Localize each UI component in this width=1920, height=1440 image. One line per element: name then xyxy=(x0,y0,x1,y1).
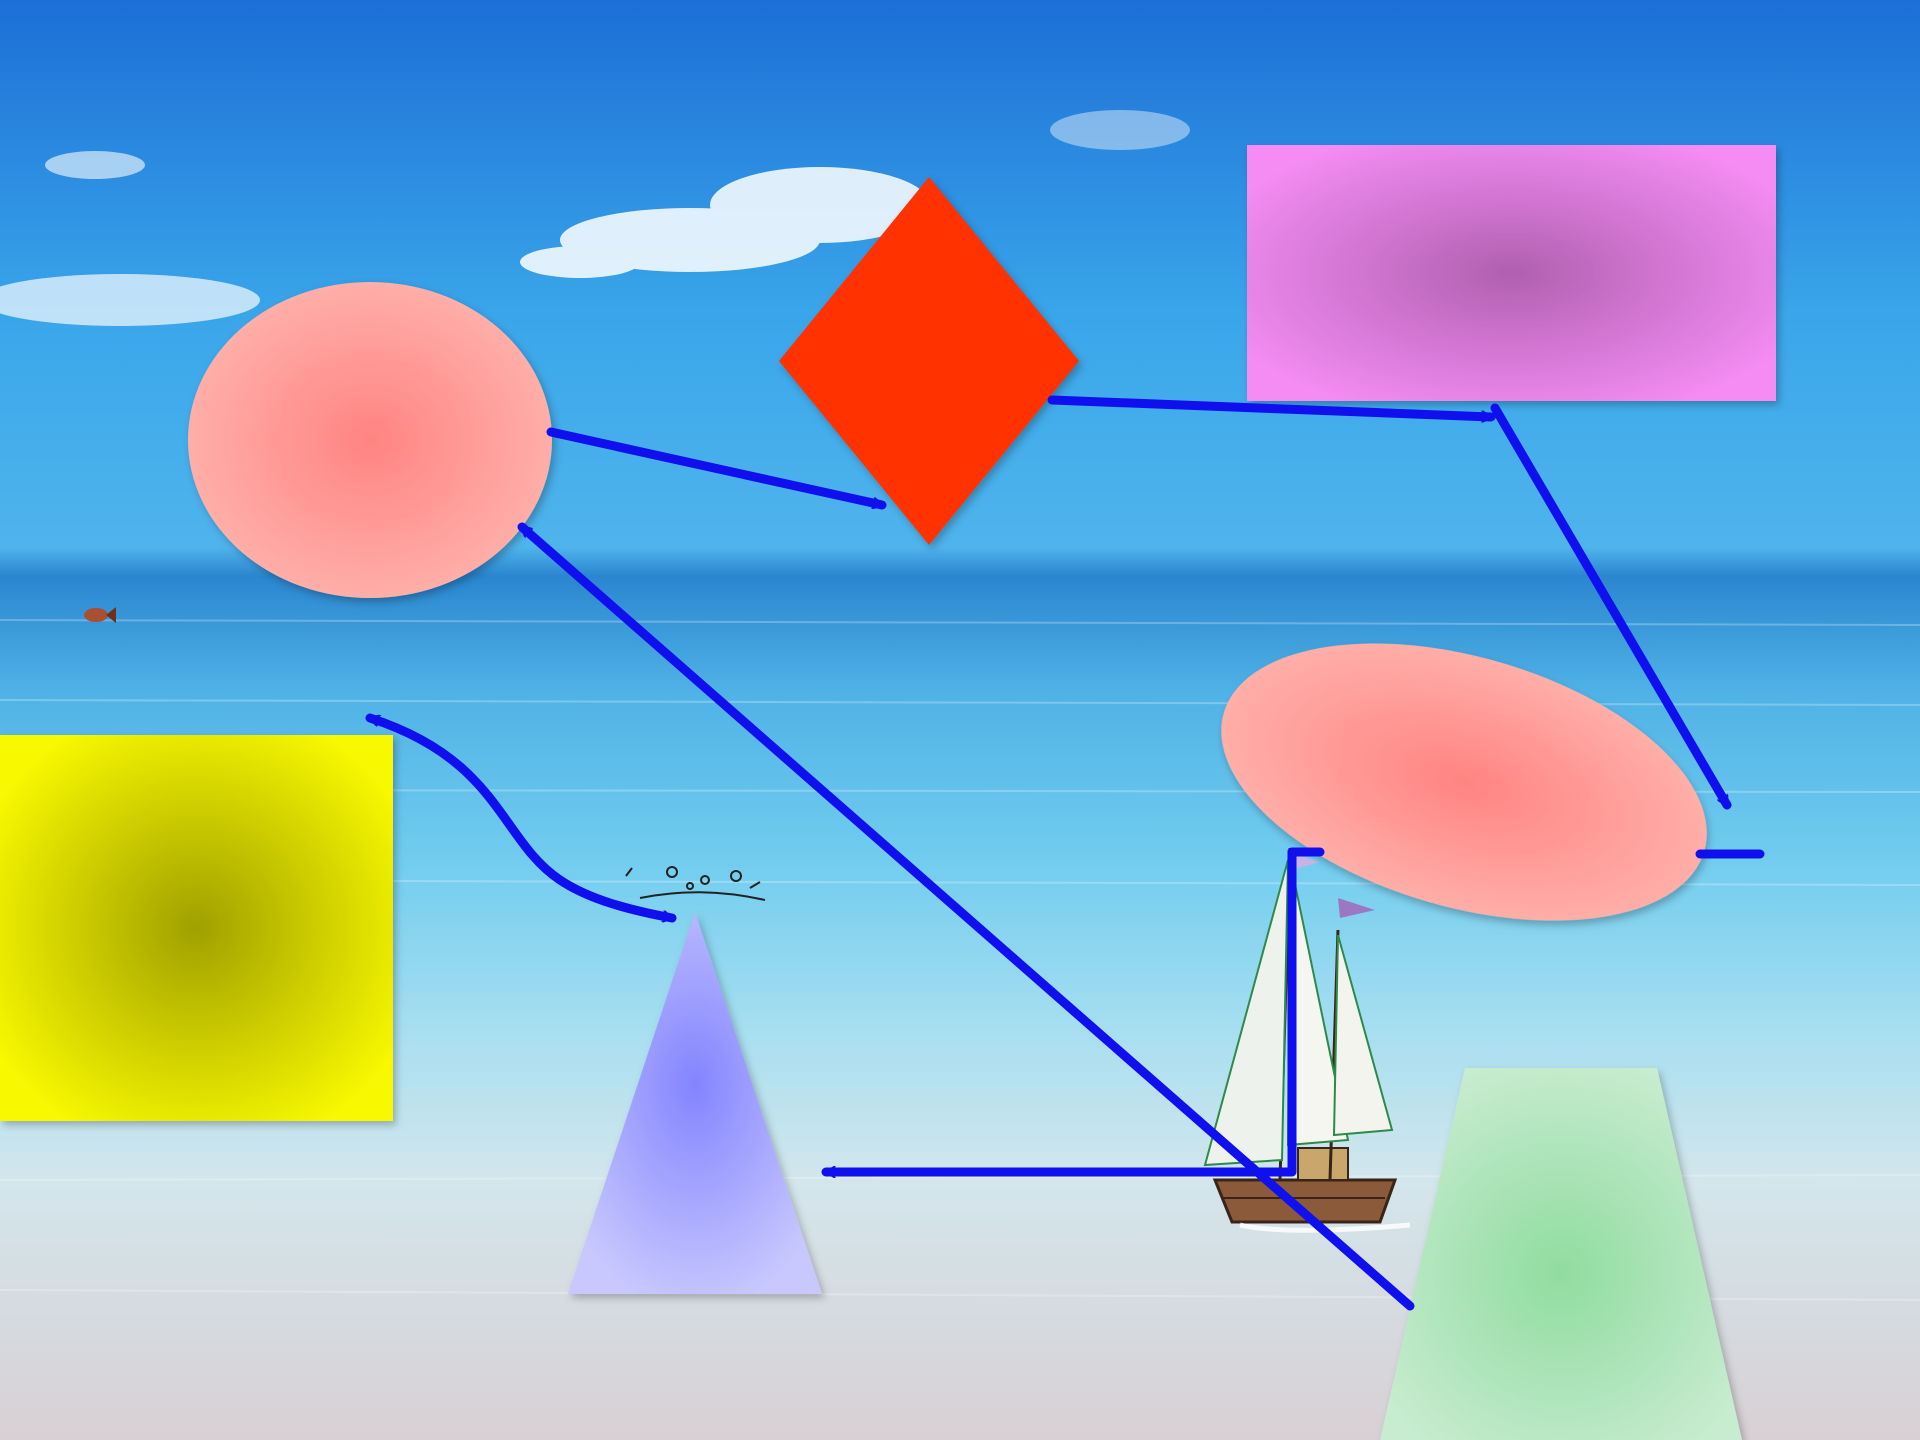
trapezoid[interactable] xyxy=(1380,1068,1742,1440)
square-left[interactable] xyxy=(0,735,393,1121)
triangle[interactable] xyxy=(568,912,822,1294)
arrow-rectangle-to-ellipse xyxy=(1490,403,1732,810)
arrow-diamond-to-rectangle xyxy=(1047,395,1496,417)
arrow-ellipse-to-diamond xyxy=(546,427,887,505)
elbow-arrow-ellipse-to-triangle xyxy=(826,847,1765,1172)
ellipse-right-tilted[interactable] xyxy=(1189,593,1739,971)
rectangle-top-right[interactable] xyxy=(1247,145,1776,401)
clouds xyxy=(0,110,1190,326)
small-fish-clipart xyxy=(84,607,116,623)
diamond[interactable] xyxy=(779,177,1079,545)
ellipse-left[interactable] xyxy=(188,282,552,598)
connectors xyxy=(365,395,1765,1311)
curved-arrow-square-triangle xyxy=(365,713,677,918)
